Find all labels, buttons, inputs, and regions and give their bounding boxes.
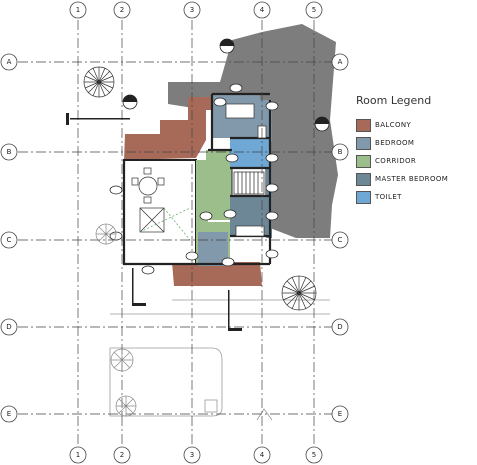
legend-item-corridor: CORRIDOR: [356, 152, 474, 170]
grid-label-col: 1: [76, 6, 80, 14]
room-tags: [109, 83, 279, 275]
tree-icon: [115, 395, 137, 417]
grid-label-col: 2: [120, 6, 124, 14]
legend-swatch: [356, 154, 371, 168]
grid-bubbles-bottom: [69, 446, 323, 464]
legend-label: BALCONY: [375, 121, 412, 129]
grid-label-col: 5: [312, 451, 316, 459]
legend-swatch: [356, 118, 371, 132]
legend-swatch: [356, 136, 371, 150]
grid-bubbles-left: [0, 53, 18, 423]
tree-icon: [83, 66, 115, 98]
grid-label-row: C: [7, 236, 12, 244]
tree-icon: [110, 348, 134, 372]
legend-item-master-bedroom: MASTER BEDROOM: [356, 170, 474, 188]
elevation-marker-left: [122, 94, 138, 110]
trees: [83, 66, 317, 417]
rooms: [123, 94, 272, 266]
grid-label-col: 3: [190, 6, 194, 14]
legend-item-toilet: TOILET: [356, 188, 474, 206]
grid-label-row: B: [7, 148, 12, 156]
legend-title: Room Legend: [356, 94, 432, 107]
tree-icon: [281, 275, 317, 311]
elevation-markers: [122, 38, 330, 132]
grid-label-col: 2: [120, 451, 124, 459]
grid-label-row: B: [338, 148, 343, 156]
grid-labels: 1 2 3 4 5 1 2 3 4 5 A B C D E A B C D E: [6, 6, 342, 459]
section-marks: [66, 113, 242, 331]
legend-label: MASTER BEDROOM: [375, 175, 449, 183]
grid-label-row: C: [338, 236, 343, 244]
grid-label-row: D: [6, 323, 11, 331]
legend-label: BEDROOM: [375, 139, 415, 147]
legend-swatch: [356, 190, 371, 204]
balcony-roof: [124, 97, 262, 286]
grid-label-row: E: [7, 410, 11, 418]
grid-bubble-col-2-top: [113, 1, 131, 19]
grid-label-row: E: [338, 410, 342, 418]
grid-label-row: A: [7, 58, 12, 66]
legend-label: TOILET: [375, 193, 402, 201]
legend-item-bedroom: BEDROOM: [356, 134, 474, 152]
grid-bubbles-right: [331, 53, 349, 423]
grid-label-col: 3: [190, 451, 194, 459]
legend-swatch: [356, 172, 371, 186]
grid-bubble-col-4-top: [253, 1, 271, 19]
dining-set: [131, 167, 191, 241]
grid-bubble-col-3-top: [183, 1, 201, 19]
grid-label-col: 1: [76, 451, 80, 459]
stairs: [233, 171, 265, 195]
room-legend: Room Legend BALCONY BEDROOM CORRIDOR MAS…: [356, 94, 474, 206]
grid-label-col: 5: [312, 6, 316, 14]
legend-label: CORRIDOR: [375, 157, 417, 165]
grid-bubble-col-1-top: [69, 1, 87, 19]
tree-icon: [95, 223, 117, 245]
grid-lines: [18, 20, 332, 446]
grid-bubble-col-5-top: [305, 1, 323, 19]
grid-bubbles-top: [69, 1, 323, 19]
site-outline: [109, 299, 330, 421]
elevation-marker-top: [219, 38, 235, 54]
grid-label-col: 4: [260, 6, 265, 14]
elevation-marker-right: [314, 116, 330, 132]
grid-label-row: D: [337, 323, 342, 331]
grid-label-col: 4: [260, 451, 265, 459]
legend-item-balcony: BALCONY: [356, 116, 474, 134]
grid-label-row: A: [338, 58, 343, 66]
